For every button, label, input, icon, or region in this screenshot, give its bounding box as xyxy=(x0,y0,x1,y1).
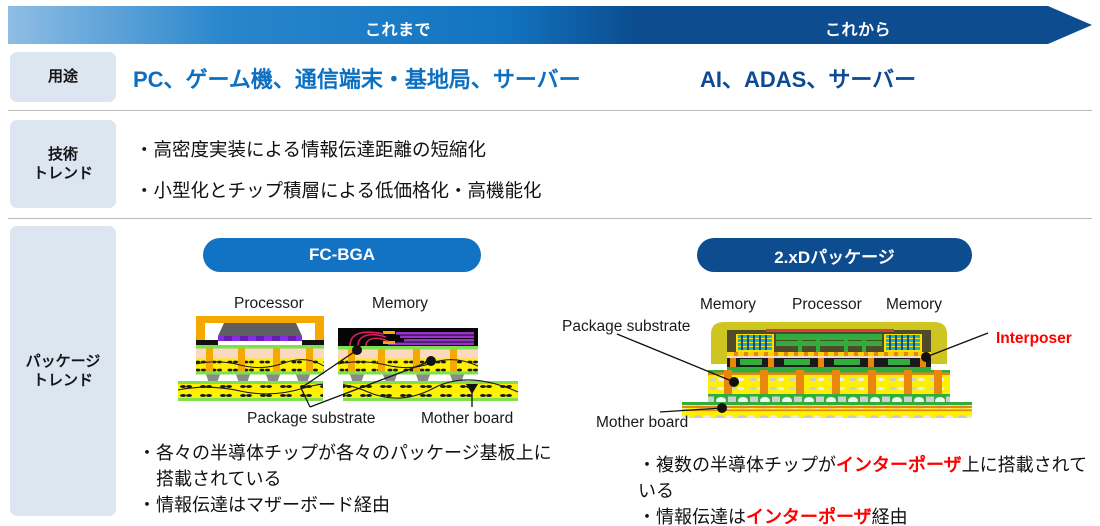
label-left-processor: Processor xyxy=(234,295,304,312)
right-bullet-1-post: 上に搭載されている xyxy=(638,455,1088,502)
left-bullet-2: ・情報伝達はマザーボード経由 xyxy=(138,495,390,516)
right-bullet-1-pre: ・複数の半導体チップが xyxy=(638,455,836,475)
left-summary-bullets: ・各々の半導体チップが各々のパッケージ基板上に 搭載されている ・情報伝達はマザ… xyxy=(138,440,552,518)
label-left-mother-board: Mother board xyxy=(421,410,514,427)
interposer-layer xyxy=(727,352,931,370)
right-bullet-1-highlight: インターポーザ xyxy=(836,455,962,475)
arrow-label-next: これから xyxy=(824,22,891,39)
use-next-text: AI、ADAS、サーバー xyxy=(700,67,917,92)
badge-2xd-package-label: 2.xDパッケージ xyxy=(774,247,895,267)
use-previous-text: PC、ゲーム機、通信端末・基地局、サーバー xyxy=(133,67,581,92)
right-bullet-2: ・情報伝達はインターポーザ経由 xyxy=(638,504,1100,526)
badge-fc-bga-label: FC-BGA xyxy=(308,245,376,264)
right-bullet-2-pre: ・情報伝達は xyxy=(638,507,746,526)
label-right-mother-board: Mother board xyxy=(596,414,689,431)
row-label-use: 用途 xyxy=(10,52,116,102)
right-bullet-1: ・複数の半導体チップがインターポーザ上に搭載されている xyxy=(638,452,1100,504)
mother-board-layer-left xyxy=(178,379,518,401)
memory-package-stack xyxy=(337,328,479,382)
row-label-package-line2: トレンド xyxy=(32,372,93,389)
timeline-arrow-banner: これまで これから xyxy=(8,6,1092,44)
badge-fc-bga: FC-BGA xyxy=(203,238,481,272)
row-divider-2 xyxy=(8,218,1092,219)
label-left-memory: Memory xyxy=(372,295,428,312)
label-right-interposer: Interposer xyxy=(996,330,1072,347)
left-bullet-1: ・各々の半導体チップが各々のパッケージ基板上に xyxy=(138,443,552,463)
two-point-x-d-package-cross-section-diagram xyxy=(682,322,972,418)
left-bullet-1-cont: 搭載されている xyxy=(138,469,282,490)
badge-2xd-package: 2.xDパッケージ xyxy=(697,238,972,272)
label-right-processor: Processor xyxy=(792,296,862,313)
arrow-label-previous: これまで xyxy=(364,22,431,39)
label-right-memory-right: Memory xyxy=(886,296,942,313)
row-label-tech: 技術 トレンド xyxy=(10,120,116,208)
right-bullet-2-highlight: インターポーザ xyxy=(746,507,872,526)
row-label-use-text: 用途 xyxy=(47,68,78,86)
label-right-package-substrate: Package substrate xyxy=(562,318,691,335)
arrow-shape xyxy=(8,6,1092,44)
processor-logic-die xyxy=(776,334,882,352)
tech-bullet-1: ・高密度実装による情報伝達距離の短縮化 xyxy=(135,139,486,160)
processor-package-stack xyxy=(195,316,325,382)
die-top-line xyxy=(766,329,894,332)
right-summary-bullets: ・複数の半導体チップがインターポーザ上に搭載されている ・情報伝達はインターポー… xyxy=(638,452,1100,526)
right-bullet-2-post: 経由 xyxy=(871,507,908,526)
hbm-memory-stack-right xyxy=(884,334,922,352)
label-left-package-substrate: Package substrate xyxy=(247,410,376,427)
label-right-memory-left: Memory xyxy=(700,296,756,313)
tech-bullet-2: ・小型化とチップ積層による低価格化・高機能化 xyxy=(135,180,542,201)
row-label-package-line1: パッケージ xyxy=(25,352,101,370)
fc-bga-cross-section-diagram xyxy=(178,316,518,401)
hbm-memory-stack-left xyxy=(736,334,774,352)
row-divider-1 xyxy=(8,110,1092,111)
package-substrate-layer xyxy=(708,370,950,397)
row-label-tech-line2: トレンド xyxy=(32,165,93,182)
row-label-package: パッケージ トレンド xyxy=(10,226,116,516)
mother-board-layer-right xyxy=(682,402,972,418)
row-label-tech-line1: 技術 xyxy=(47,145,78,163)
